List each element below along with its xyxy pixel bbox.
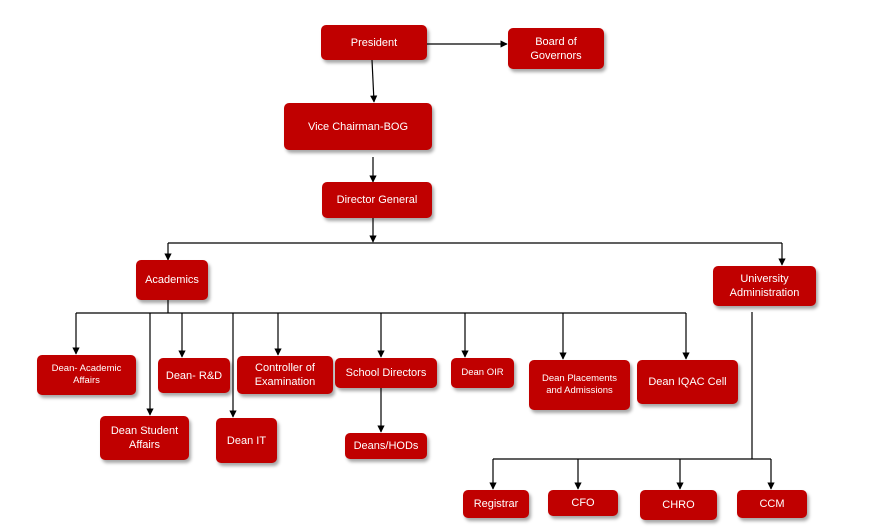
node-label: Dean Placements and Admissions — [542, 373, 617, 396]
node-dean-iqac: Dean IQAC Cell — [637, 360, 738, 404]
node-label: Controller of Examination — [254, 362, 316, 388]
node-university-administration: University Administration — [713, 266, 816, 306]
node-dean-oir: Dean OIR — [451, 358, 514, 388]
node-label: School Directors — [345, 367, 427, 379]
node-label: Board of Governors — [530, 35, 582, 62]
node-chro: CHRO — [640, 490, 717, 520]
node-label: University Administration — [729, 273, 800, 299]
node-label: Dean IQAC Cell — [648, 376, 727, 388]
node-label: CCM — [759, 498, 785, 510]
node-president: President — [321, 25, 427, 60]
node-label: Director General — [336, 194, 418, 206]
node-dean-it: Dean IT — [216, 418, 277, 463]
node-label: Dean- Academic Affairs — [51, 363, 122, 386]
node-board-of-governors: Board of Governors — [508, 28, 604, 69]
node-label: Dean IT — [226, 434, 267, 447]
node-ccm: CCM — [737, 490, 807, 518]
node-controller-of-examination: Controller of Examination — [237, 356, 333, 394]
node-label: Deans/HODs — [353, 440, 419, 452]
node-school-directors: School Directors — [335, 358, 437, 388]
node-label: Dean OIR — [461, 367, 504, 378]
node-dean-academic-affairs: Dean- Academic Affairs — [37, 355, 136, 395]
node-label: Vice Chairman-BOG — [307, 120, 409, 133]
node-cfo: CFO — [548, 490, 618, 516]
node-vice-chairman: Vice Chairman-BOG — [284, 103, 432, 150]
node-registrar: Registrar — [463, 490, 529, 518]
node-dean-student-affairs: Dean Student Affairs — [100, 416, 189, 460]
node-label: Dean Student Affairs — [110, 425, 179, 451]
node-label: Academics — [145, 274, 199, 286]
node-academics: Academics — [136, 260, 208, 300]
node-label: President — [350, 36, 398, 49]
node-dean-placements: Dean Placements and Admissions — [529, 360, 630, 410]
node-director-general: Director General — [322, 182, 432, 218]
node-label: Registrar — [473, 498, 519, 510]
node-label: CHRO — [662, 499, 695, 511]
node-deans-hods: Deans/HODs — [345, 433, 427, 459]
node-dean-rd: Dean- R&D — [158, 358, 230, 393]
node-label: CFO — [571, 497, 595, 509]
arrow-president-to-vice-chairman — [370, 59, 378, 103]
node-label: Dean- R&D — [165, 369, 223, 382]
